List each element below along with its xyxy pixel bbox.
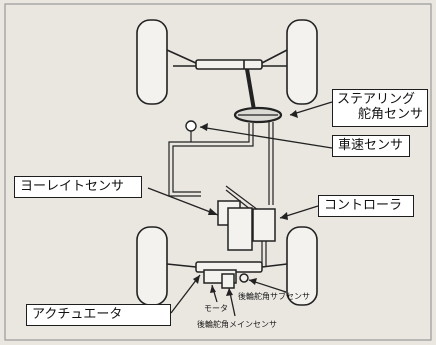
actuator-element [195, 261, 263, 289]
controller-element [252, 208, 276, 242]
front-axle [136, 19, 318, 105]
yaw-rate-sensor-element [217, 200, 253, 251]
vehicle-speed-sensor-element [185, 120, 197, 132]
label-actuator: アクチュエータ [26, 304, 171, 326]
label-yaw-rate-sensor: ヨーレイトセンサ [14, 176, 142, 198]
label-rear-sub-sensor: 後輪舵角サブセンサ [238, 292, 310, 301]
label-vehicle-speed-sensor: 車速センサ [332, 135, 410, 157]
label-steering-sensor-line2: 舵角センサ [357, 107, 423, 122]
label-controller: コントローラ [318, 195, 414, 217]
outer-frame [4, 3, 432, 341]
label-steering-sensor-line1: ステアリング [337, 92, 416, 107]
steering-column [233, 68, 283, 124]
arrowheads [193, 110, 298, 296]
label-rear-main-sensor: 後輪舵角メインセンサ [197, 320, 277, 329]
label-motor: モータ [204, 304, 228, 313]
label-steering-sensor: ステアリング 舵角センサ [332, 89, 428, 127]
